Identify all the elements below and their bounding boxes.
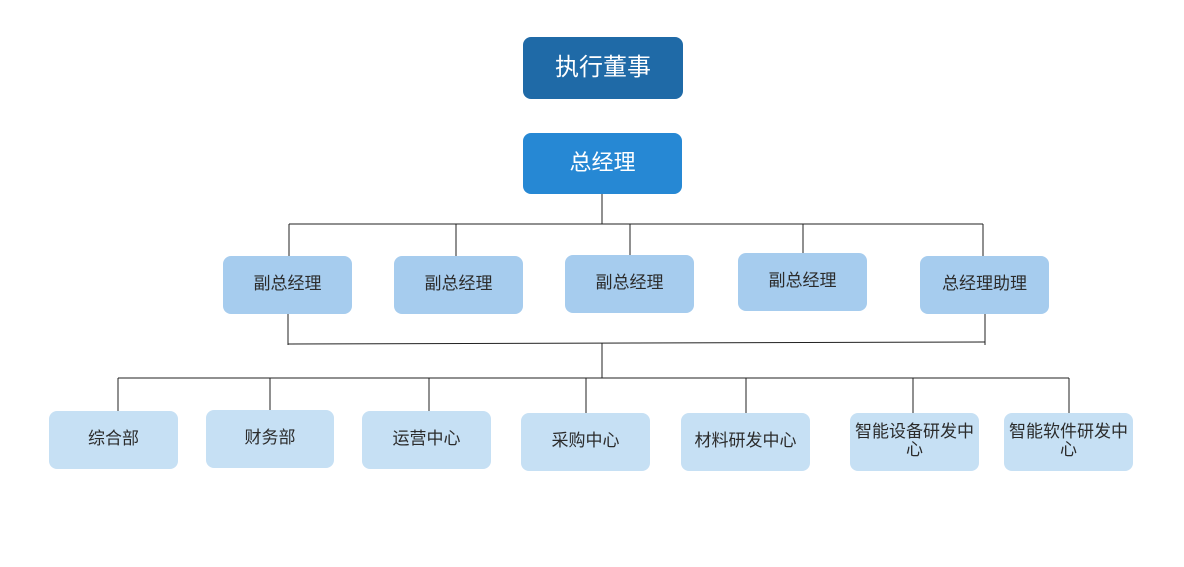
department-node-procurement: 采购中心	[521, 413, 650, 471]
department-node-general-affairs: 综合部	[49, 411, 178, 469]
department-node-operations: 运营中心	[362, 411, 491, 469]
department-label-procurement: 采购中心	[551, 431, 620, 452]
department-label-materials-rd: 材料研发中心	[694, 431, 797, 452]
deputy-gm-label-1: 副总经理	[253, 274, 322, 295]
department-node-smart-equipment-rd: 智能设备研发中心	[850, 413, 979, 471]
department-label-smart-software-rd: 智能软件研发中心	[1009, 422, 1128, 460]
department-label-operations: 运营中心	[392, 429, 461, 450]
gm-assistant-node: 总经理助理	[920, 256, 1049, 314]
deputy-gm-node-4: 副总经理	[738, 253, 867, 311]
deputy-gm-node-2: 副总经理	[394, 256, 523, 314]
connector-mgmt-bottom-bus	[287, 341, 986, 345]
general-manager-label: 总经理	[569, 150, 636, 176]
deputy-gm-label-3: 副总经理	[595, 273, 664, 294]
department-node-finance: 财务部	[206, 410, 334, 468]
deputy-gm-node-3: 副总经理	[565, 255, 694, 313]
deputy-gm-node-1: 副总经理	[223, 256, 352, 314]
deputy-gm-label-4: 副总经理	[768, 271, 837, 292]
deputy-gm-label-2: 副总经理	[424, 274, 493, 295]
department-label-smart-equipment-rd: 智能设备研发中心	[855, 422, 974, 460]
executive-director-node: 执行董事	[523, 37, 683, 99]
gm-assistant-label: 总经理助理	[942, 274, 1027, 295]
department-node-smart-software-rd: 智能软件研发中心	[1004, 413, 1133, 471]
department-label-general-affairs: 综合部	[88, 429, 139, 450]
department-label-finance: 财务部	[244, 428, 296, 449]
general-manager-node: 总经理	[523, 133, 682, 194]
executive-director-label: 执行董事	[555, 53, 651, 82]
department-node-materials-rd: 材料研发中心	[681, 413, 810, 471]
